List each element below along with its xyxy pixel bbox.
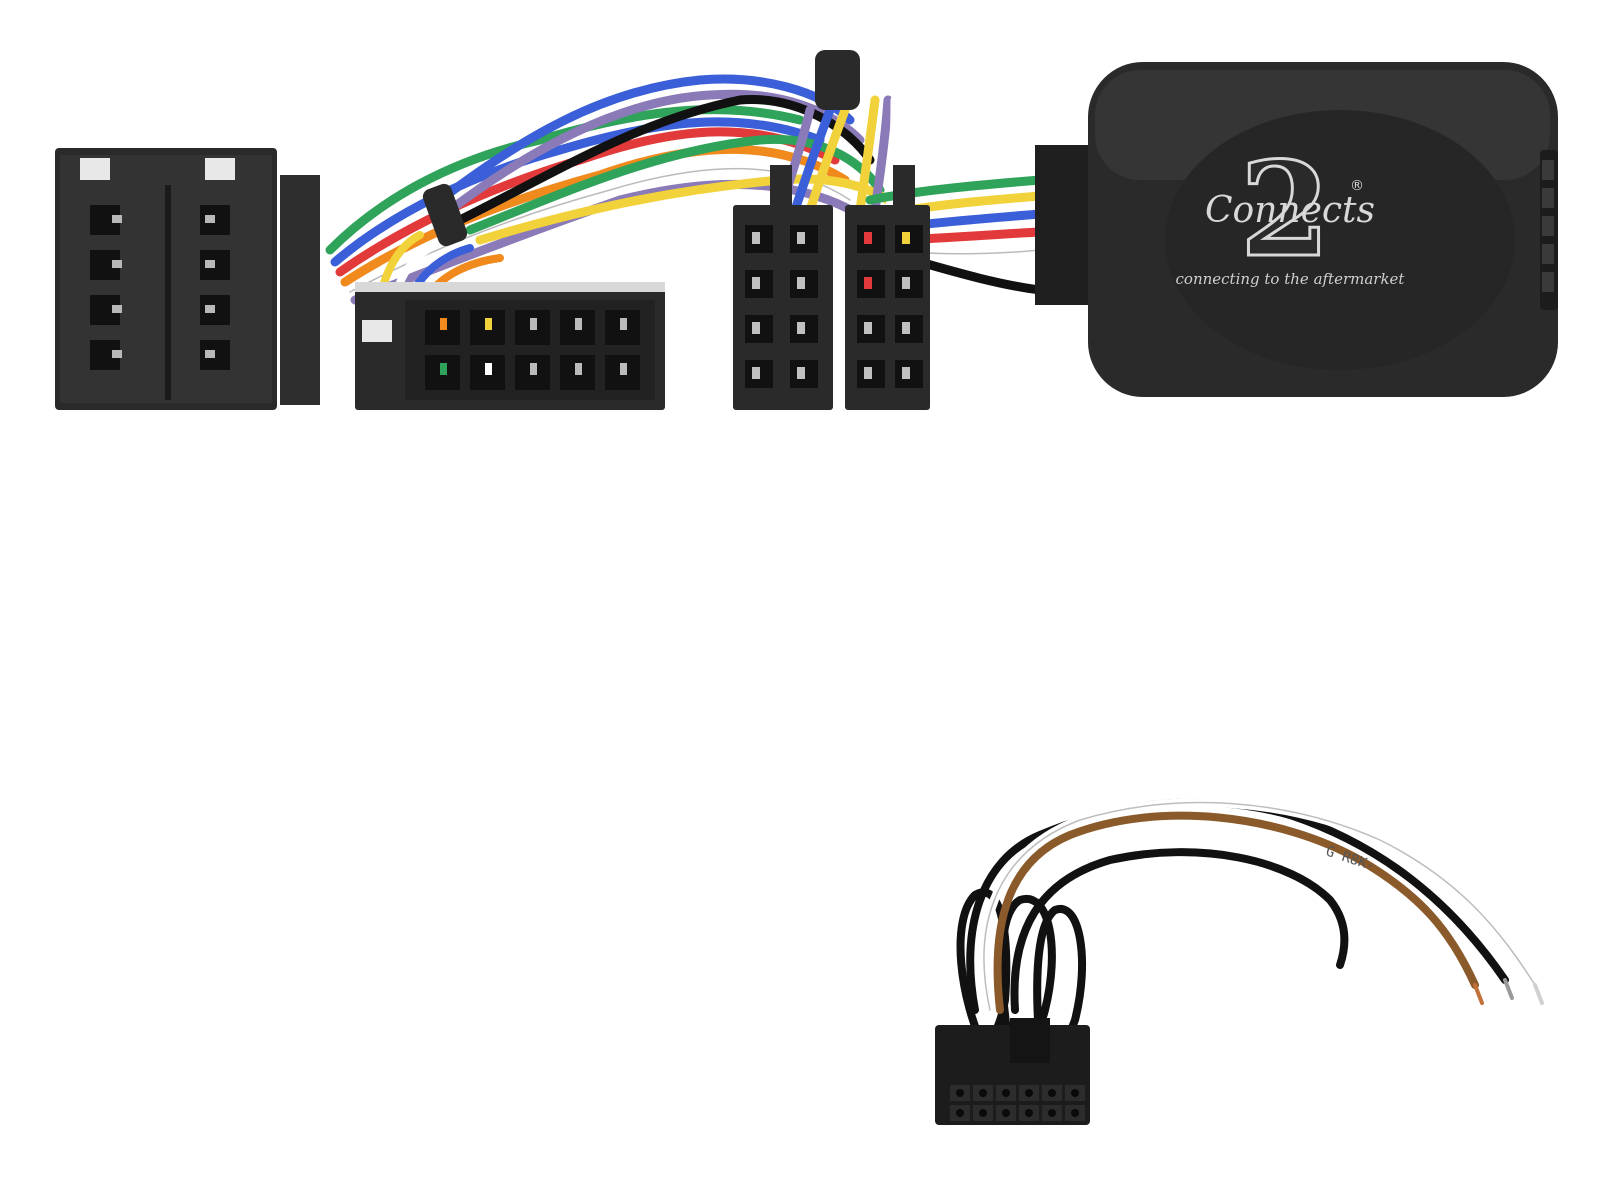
ferrite-sleeve [815,50,860,110]
interface-box [1035,62,1558,397]
iso-connector-left [55,148,320,410]
logo-wordmark: Connects [1205,190,1375,231]
twenty-pin-connector [355,282,665,410]
brand-logo: 2 Connects ® connecting to the aftermark… [1176,132,1406,289]
twelve-pin-plug [935,1018,1090,1125]
logo-tagline: connecting to the aftermarket [1176,270,1406,288]
split-iso-connector [733,165,930,410]
logo-registered-mark: ® [1350,178,1364,194]
cable-sleeve [422,183,468,247]
steering-lead-wires [956,798,1544,1054]
logo-numeral: 2 [1240,133,1330,286]
wire-bundle [325,74,1045,305]
